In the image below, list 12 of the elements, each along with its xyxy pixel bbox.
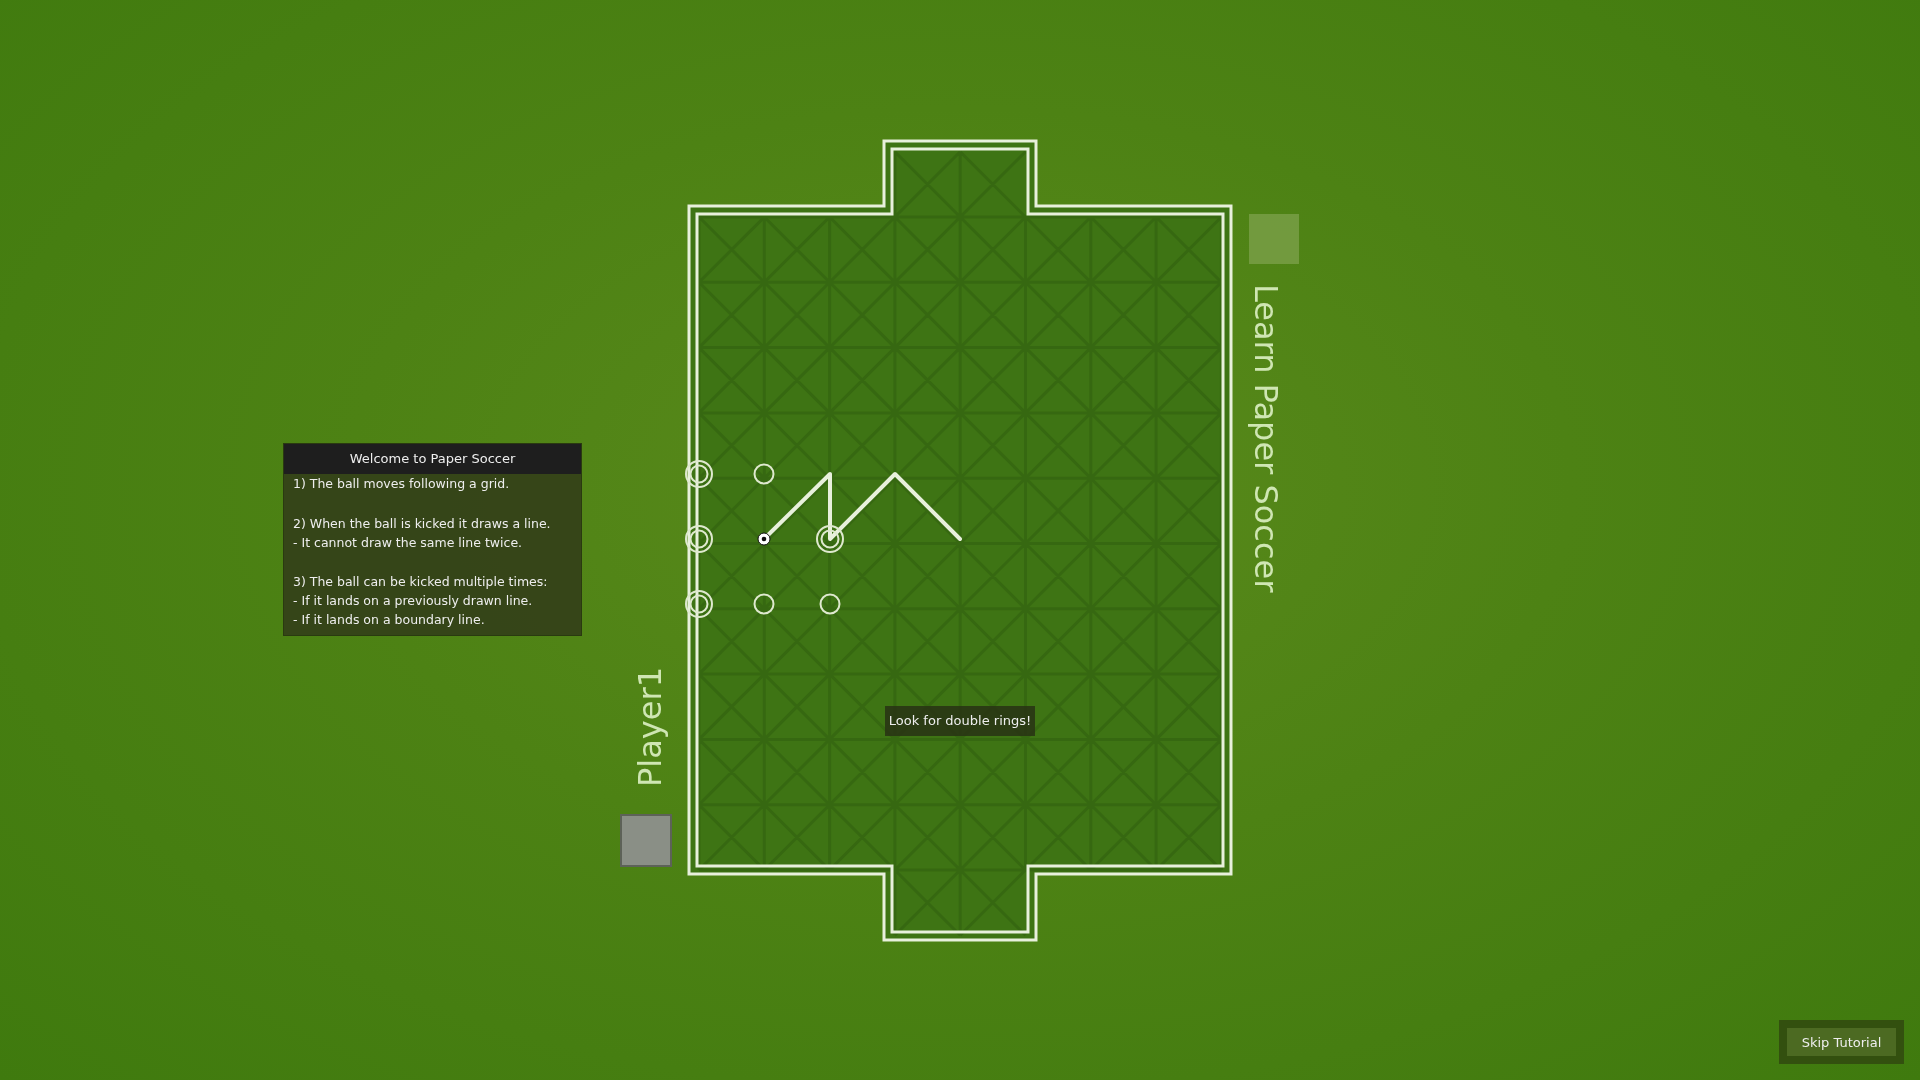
- skip-tutorial-button: Skip Tutorial: [1779, 1020, 1904, 1064]
- hint-tooltip: Look for double rings!: [885, 706, 1035, 736]
- instruction-text: 2) When the ball is kicked it draws a line.: [293, 516, 551, 531]
- game-title: Learn Paper Soccer: [1250, 284, 1282, 593]
- instruction-text: - If it lands on a boundary line.: [293, 612, 485, 627]
- instruction-text: 3) The ball can be kicked multiple times:: [293, 574, 548, 589]
- instruction-text: 1) The ball moves following a grid.: [293, 476, 510, 491]
- player-name: Player1: [634, 667, 666, 787]
- instruction-text: - It cannot draw the same line twice.: [293, 535, 523, 550]
- instruction-text: - If it lands on a previously drawn line.: [293, 593, 533, 608]
- tutorial-panel: [283, 443, 582, 636]
- panel-title: Welcome to Paper Soccer: [284, 444, 581, 474]
